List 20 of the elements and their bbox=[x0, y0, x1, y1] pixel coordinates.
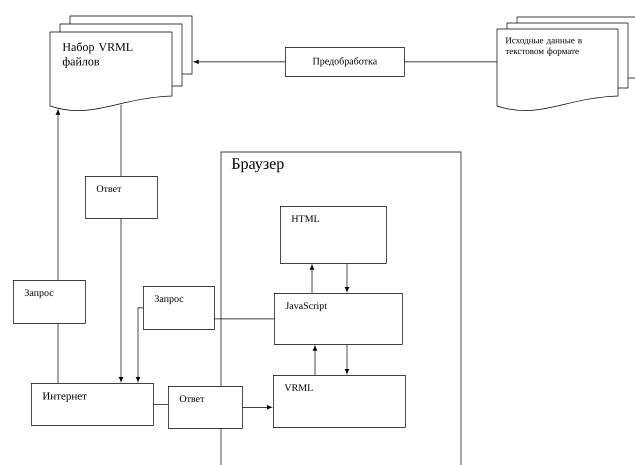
arrow bbox=[56, 110, 60, 280]
process-box: JavaScript bbox=[274, 292, 403, 345]
process-box: Ответ bbox=[168, 386, 243, 429]
process-box: Интернет bbox=[31, 382, 154, 426]
process-box: Ответ bbox=[85, 176, 158, 219]
arrow bbox=[344, 344, 350, 374]
arrow bbox=[136, 307, 144, 382]
process-box: Запрос bbox=[13, 280, 86, 324]
process-box: Предобработка bbox=[285, 47, 405, 77]
process-box: VRML bbox=[273, 374, 406, 428]
arrow bbox=[242, 405, 272, 410]
process-box: HTML bbox=[280, 206, 387, 264]
arrow bbox=[118, 218, 124, 382]
document-stack: Исходные данные в текстовом формате bbox=[496, 16, 635, 111]
process-box: Запрос bbox=[143, 286, 215, 330]
document-stack: Набор VRML файлов bbox=[50, 16, 192, 111]
arrow bbox=[194, 60, 286, 64]
arrow bbox=[344, 263, 350, 292]
arrow bbox=[310, 264, 314, 294]
arrow bbox=[312, 346, 318, 376]
